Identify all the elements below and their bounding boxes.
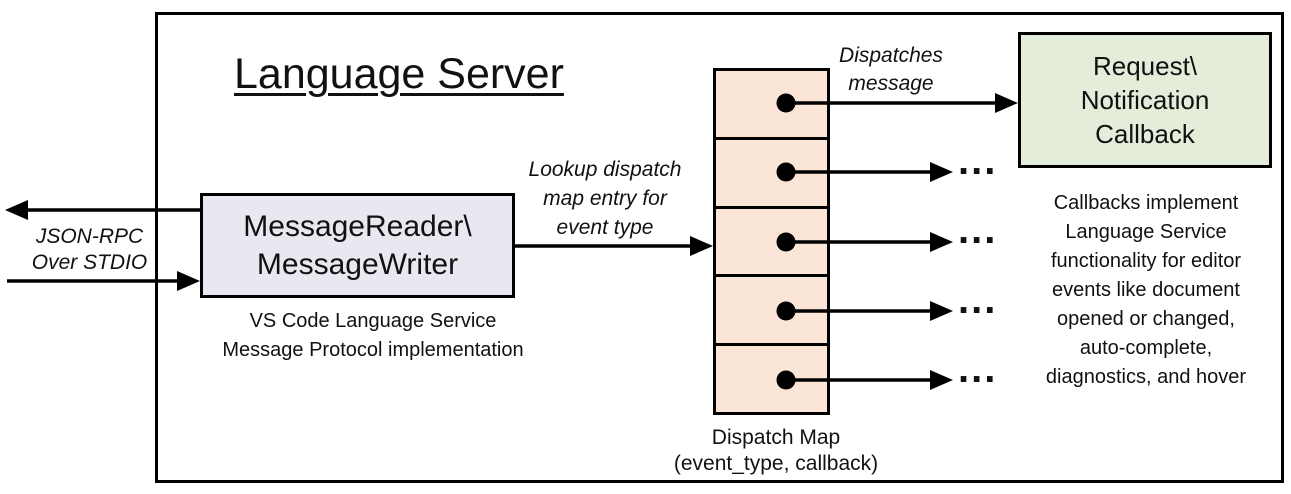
note-line: functionality for editor [1050, 250, 1242, 272]
dispatch-cell [716, 71, 827, 137]
dispatch-cell [716, 343, 827, 412]
ellipsis: ... [958, 208, 998, 252]
dispatch-map-label-line: Dispatch Map [711, 426, 841, 449]
callback-box-line: Callback [1095, 119, 1195, 149]
dispatch-cell [716, 274, 827, 343]
diagram-title: Language Server [234, 50, 564, 98]
dispatch-cell [716, 205, 827, 275]
note-line: opened or changed, [1057, 308, 1235, 330]
note-line: auto-complete, [1079, 337, 1213, 359]
message-writer-label: MessageWriter [256, 247, 459, 281]
note-line: events like document [1052, 279, 1240, 301]
json-rpc-stdio-label: JSON-RPC Over STDIO [12, 224, 167, 276]
note-line: diagnostics, and hover [1045, 366, 1247, 388]
arrow-stdio-out-head [5, 200, 28, 220]
ellipsis: ... [958, 139, 998, 183]
note-line: Callbacks implement [1053, 192, 1239, 214]
dispatch-map-label: Dispatch Map (event_type, callback) [656, 425, 896, 477]
message-reader-label: MessageReader\ [243, 209, 472, 243]
lookup-label-line: event type [556, 216, 654, 239]
io-label-line: Over STDIO [31, 251, 148, 274]
dispatch-map-label-line: (event_type, callback) [673, 452, 879, 475]
lookup-label-line: map entry for [543, 187, 667, 210]
dispatches-label-line: Dispatches [839, 44, 943, 67]
callbacks-note: Callbacks implement Language Service fun… [1016, 189, 1276, 392]
ellipsis: ... [958, 278, 998, 322]
language-server-boundary [155, 12, 1284, 483]
dispatch-map-box [713, 68, 830, 415]
request-notification-callback-box: Request\ Notification Callback [1018, 32, 1272, 168]
message-box-caption: VS Code Language Service Message Protoco… [183, 307, 563, 365]
io-label-line: JSON-RPC [35, 225, 144, 248]
callback-box-line: Request\ [1092, 51, 1198, 81]
lookup-dispatch-label: Lookup dispatch map entry for event type [515, 155, 695, 242]
message-reader-writer-box: MessageReader\ MessageWriter [200, 193, 515, 298]
ellipsis: ... [958, 347, 998, 391]
caption-line: Message Protocol implementation [222, 339, 524, 361]
caption-line: VS Code Language Service [249, 310, 497, 332]
dispatch-cell [716, 136, 827, 206]
note-line: Language Service [1065, 221, 1227, 243]
lookup-label-line: Lookup dispatch [528, 158, 682, 181]
callback-box-line: Notification [1080, 85, 1210, 115]
dispatches-message-label: Dispatches message [811, 42, 971, 98]
dispatches-label-line: message [848, 72, 934, 95]
